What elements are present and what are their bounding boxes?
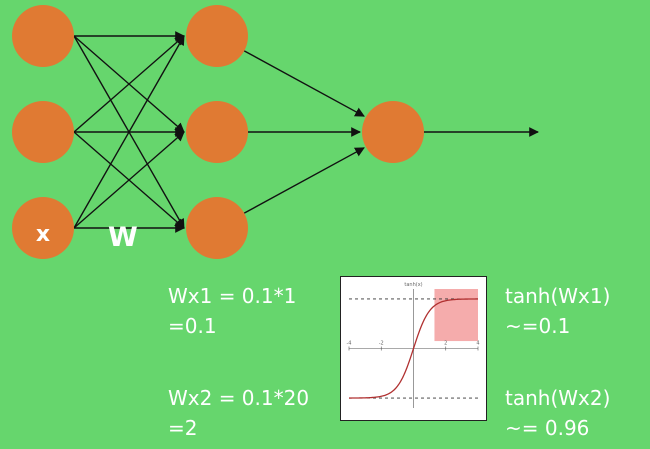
weight-label: W <box>108 222 138 253</box>
input-neuron-x <box>12 197 74 259</box>
tanh-wx1-value: ~=0.1 <box>505 314 571 338</box>
input-x-label: x <box>36 222 50 247</box>
tanh-wx2-label: tanh(Wx2) <box>505 386 611 410</box>
tanh-wx1-label: tanh(Wx1) <box>505 284 611 308</box>
wx1-equation: Wx1 = 0.1*1 <box>168 284 297 308</box>
hidden-neuron-1 <box>186 5 248 67</box>
tanh-chart: -4 -2 2 4 tanh(x) <box>340 276 487 421</box>
tanh-wx2-value: ~= 0.96 <box>505 416 590 440</box>
tanh-curve <box>349 298 478 399</box>
edge-h0-out <box>243 50 365 117</box>
edge-in2-h1 <box>73 131 185 229</box>
wx2-result: =2 <box>168 416 198 440</box>
hidden-neuron-2 <box>186 101 248 163</box>
wx1-result: =0.1 <box>168 314 217 338</box>
hidden-neuron-3 <box>186 197 248 259</box>
tanh-plot: -4 -2 2 4 tanh(x) <box>347 282 480 408</box>
edge-in1-h0 <box>73 35 185 133</box>
x-tick-label-3: 2 <box>444 341 447 347</box>
x-tick-label-4: 4 <box>476 341 479 347</box>
edge-in2-h0 <box>73 35 185 229</box>
input-neuron-2 <box>12 101 74 163</box>
edge-h2-out <box>243 147 365 214</box>
wx2-equation: Wx2 = 0.1*20 <box>168 386 310 410</box>
chart-title: tanh(x) <box>404 282 422 288</box>
x-tick-label-1: -2 <box>379 341 384 347</box>
output-neuron <box>362 101 424 163</box>
input-neuron-1 <box>12 5 74 67</box>
x-tick-label-0: -4 <box>347 341 352 347</box>
highlight-region <box>434 289 478 342</box>
